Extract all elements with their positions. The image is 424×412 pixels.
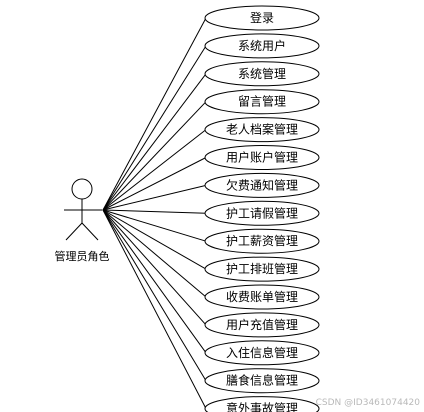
- use-case-ellipse: [204, 312, 320, 338]
- use-case-ellipse: [204, 284, 320, 310]
- use-case: 膳食信息管理: [204, 368, 320, 394]
- use-case-label: 用户充值管理: [226, 317, 298, 332]
- association-line: [102, 209, 207, 354]
- association-line: [102, 209, 207, 214]
- use-case-label: 护工薪资管理: [226, 233, 298, 248]
- association-lines: [102, 17, 207, 409]
- use-case-label: 膳食信息管理: [226, 373, 298, 388]
- use-case-label: 系统管理: [238, 66, 286, 81]
- association-line: [102, 157, 207, 211]
- use-case-label: 登录: [250, 10, 274, 25]
- use-case-label: 护工请假管理: [226, 205, 298, 220]
- association-line: [102, 209, 207, 270]
- use-case-ellipse: [204, 200, 320, 226]
- association-line: [102, 209, 207, 298]
- use-case: 入住信息管理: [204, 340, 320, 366]
- use-case: 用户账户管理: [204, 145, 320, 170]
- use-case-ellipse: [204, 145, 320, 170]
- actor-figure: 管理员角色: [55, 178, 110, 263]
- association-line: [102, 45, 207, 211]
- association-line: [102, 73, 207, 211]
- use-case: 留言管理: [204, 89, 320, 115]
- association-line: [102, 209, 207, 326]
- use-case: 系统管理: [204, 61, 320, 87]
- use-case-label: 护工排班管理: [226, 261, 298, 276]
- use-case-ellipse: [204, 368, 320, 394]
- use-case-ellipse: [204, 33, 320, 59]
- association-line: [102, 184, 207, 211]
- association-line: [102, 17, 207, 211]
- use-case-label: 入住信息管理: [226, 345, 298, 360]
- use-case-label: 收费账单管理: [226, 289, 298, 304]
- association-line: [102, 129, 207, 211]
- use-case: 收费账单管理: [204, 284, 320, 310]
- association-line: [102, 101, 207, 211]
- use-case: 欠费通知管理: [204, 172, 320, 198]
- association-line: [102, 209, 207, 409]
- association-line: [102, 209, 207, 381]
- use-case-ellipse: [204, 117, 320, 143]
- use-case-label: 欠费通知管理: [226, 177, 298, 192]
- use-case: 老人档案管理: [204, 117, 320, 143]
- actor-label: 管理员角色: [55, 249, 110, 263]
- use-case: 用户充值管理: [204, 312, 320, 338]
- use-case-ellipse: [204, 228, 320, 254]
- use-case-list: 登录系统用户系统管理留言管理老人档案管理用户账户管理欠费通知管理护工请假管理护工…: [204, 5, 320, 412]
- use-case: 护工请假管理: [204, 200, 320, 226]
- use-case-ellipse: [204, 61, 320, 87]
- association-line: [102, 209, 207, 242]
- use-case-label: 老人档案管理: [226, 122, 298, 137]
- use-case-ellipse: [204, 256, 320, 282]
- use-case-label: 用户账户管理: [226, 150, 298, 165]
- actor-head: [71, 178, 93, 200]
- use-case-ellipse: [204, 396, 320, 412]
- use-case-label: 留言管理: [238, 94, 286, 109]
- use-case: 登录: [204, 5, 320, 31]
- use-case: 系统用户: [204, 33, 320, 59]
- use-case-ellipse: [204, 340, 320, 366]
- use-case: 护工薪资管理: [204, 228, 320, 254]
- use-case-ellipse: [204, 5, 320, 31]
- actor-left-leg: [65, 222, 83, 241]
- use-case: 护工排班管理: [204, 256, 320, 282]
- use-case-ellipse: [204, 89, 320, 115]
- use-case-label: 系统用户: [238, 38, 286, 53]
- use-case-ellipse: [204, 172, 320, 198]
- watermark: CSDN @ID3461074420: [315, 398, 420, 408]
- actor-right-leg: [81, 222, 99, 241]
- use-case-label: 意外事故管理: [226, 401, 298, 412]
- use-case: 意外事故管理: [204, 396, 320, 412]
